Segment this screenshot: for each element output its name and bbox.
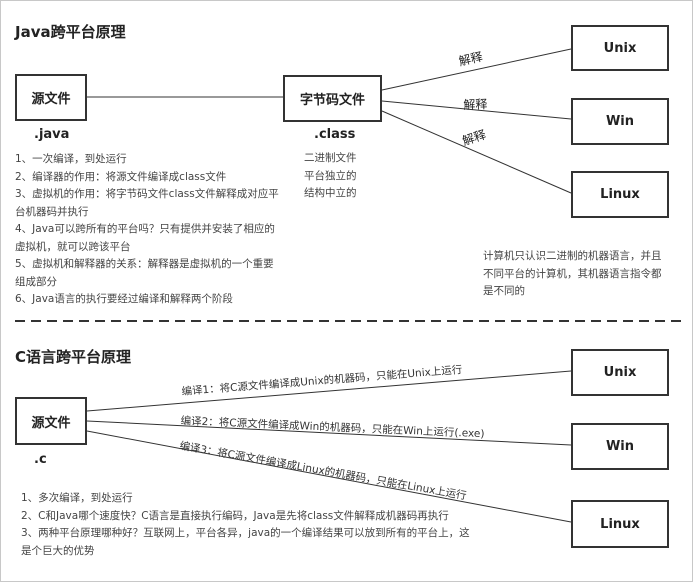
bytecode-box: 字节码文件 <box>283 75 382 122</box>
java-note-line: 4、Java可以跨所有的平台吗？只有提供并安装了相应的 <box>15 223 275 235</box>
java-platform-win: Win <box>571 98 669 145</box>
java-platform-win-label: Win <box>605 114 635 129</box>
java-platform-linux-label: Linux <box>600 187 640 202</box>
c-platform-linux-label: Linux <box>600 516 640 532</box>
edge-java-unix <box>381 48 572 91</box>
bytecode-note-line: 平台独立的 <box>304 169 357 182</box>
c-note-line: 1、多次编译，到处运行 <box>21 492 133 504</box>
c-note-line: 3、两种平台原理哪种好？互联网上，平台各异，java的一个编译结果可以放到所有的… <box>21 527 470 539</box>
bytecode-label: 字节码文件 <box>299 93 365 108</box>
java-source-label: 源文件 <box>31 92 71 107</box>
edge-c-linux <box>86 430 572 523</box>
java-source-box: 源文件 <box>15 74 87 121</box>
java-platform-unix-label: Unix <box>603 40 637 56</box>
edge-java-linux <box>381 110 572 194</box>
java-section-title: Java跨平台原理 <box>15 23 126 41</box>
machine-note-line: 计算机只认识二进制的机器语言，并且 <box>483 250 662 262</box>
bytecode-note-line: 结构中立的 <box>304 187 357 199</box>
c-note-line: 2、C和Java哪个速度快？C语言是直接执行编码，Java是先将class文件解… <box>21 509 449 522</box>
c-platform-win: Win <box>571 423 669 470</box>
c-platform-unix: Unix <box>571 349 669 396</box>
java-note-line: 6、Java语言的执行要经过编译和解释两个阶段 <box>15 293 233 305</box>
bytecode-ext: .class <box>314 127 356 142</box>
java-note-line: 5、虚拟机和解释器的关系：解释器是虚拟机的一个重要 <box>15 258 274 270</box>
machine-note-line: 不同平台的计算机，其机器语言指令都 <box>483 267 662 280</box>
edge-java-win <box>381 100 572 120</box>
java-note-line: 组成部分 <box>15 275 57 288</box>
c-platform-unix-label: Unix <box>603 365 637 380</box>
c-source-ext: .c <box>34 452 47 467</box>
bytecode-note-line: 二进制文件 <box>304 152 357 164</box>
java-platform-unix: Unix <box>571 25 669 71</box>
c-platform-linux: Linux <box>571 500 669 548</box>
c-section-title: C语言跨平台原理 <box>15 348 132 366</box>
edge-c-unix <box>86 370 572 412</box>
java-note-line: 台机器码并执行 <box>15 205 89 218</box>
java-note-line: 虚拟机，就可以跨该平台 <box>15 240 131 253</box>
c-note-line: 是个巨大的优势 <box>21 544 95 557</box>
machine-language-note: 计算机只认识二进制的机器语言，并且 不同平台的计算机，其机器语言指令都 是不同的 <box>483 248 662 301</box>
c-source-label: 源文件 <box>31 415 71 431</box>
edge-label-win: 解释 <box>463 97 488 112</box>
c-notes: 1、多次编译，到处运行 2、C和Java哪个速度快？C语言是直接执行编码，Jav… <box>21 490 470 560</box>
c-source-box: 源文件 <box>15 397 87 445</box>
c-platform-win-label: Win <box>605 439 635 454</box>
java-note-line: 2、编译器的作用：将源文件编译成class文件 <box>15 170 227 183</box>
java-platform-linux: Linux <box>571 171 669 218</box>
java-note-line: 3、虚拟机的作用：将字节码文件class文件解释成对应平 <box>15 188 279 200</box>
edge-c-win <box>86 420 572 446</box>
java-source-ext: .java <box>34 127 70 142</box>
machine-note-line: 是不同的 <box>483 285 525 297</box>
bytecode-note: 二进制文件 平台独立的 结构中立的 <box>304 150 357 203</box>
java-notes: 1、一次编译，到处运行 2、编译器的作用：将源文件编译成class文件 3、虚拟… <box>15 151 279 309</box>
java-note-line: 1、一次编译，到处运行 <box>15 153 127 165</box>
